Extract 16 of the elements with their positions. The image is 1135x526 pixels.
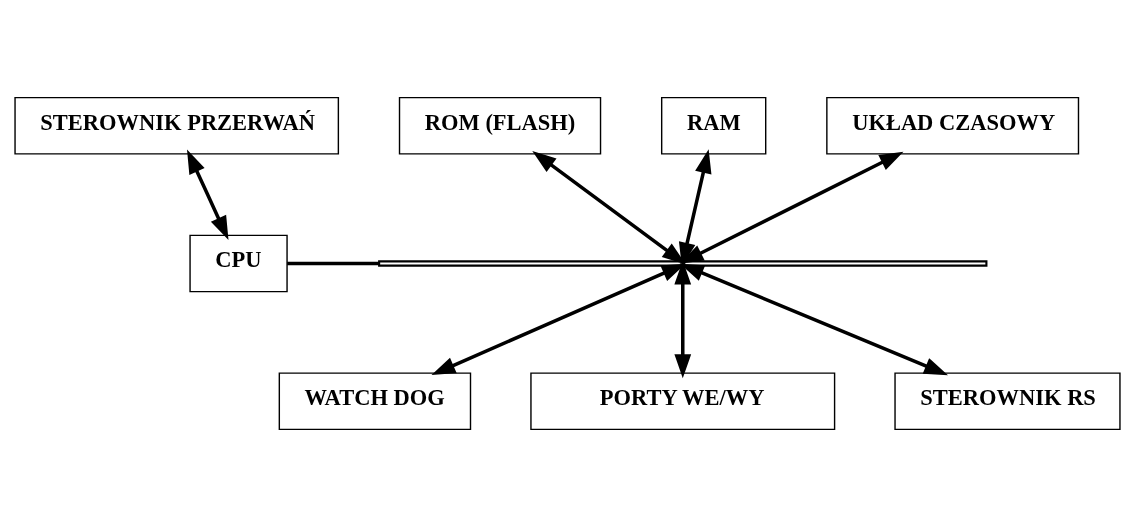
node-box: STEROWNIK PRZERWAŃ xyxy=(14,96,340,155)
arrow xyxy=(679,151,904,264)
node-box: UKŁAD CZASOWY xyxy=(826,96,1080,155)
connector xyxy=(287,261,380,265)
arrow xyxy=(679,263,948,375)
arrow xyxy=(532,150,686,264)
node-box: ROM (FLASH) xyxy=(398,96,602,155)
node-box: CPU xyxy=(189,234,288,292)
node-box: RAM xyxy=(660,96,767,155)
arrow xyxy=(678,148,712,266)
arrow xyxy=(431,263,686,375)
node-box: WATCH DOG xyxy=(278,371,472,430)
node-bar xyxy=(378,259,988,267)
node-box: PORTY WE/WY xyxy=(530,371,836,430)
node-box: STEROWNIK RS xyxy=(894,371,1121,430)
arrow xyxy=(187,149,229,240)
